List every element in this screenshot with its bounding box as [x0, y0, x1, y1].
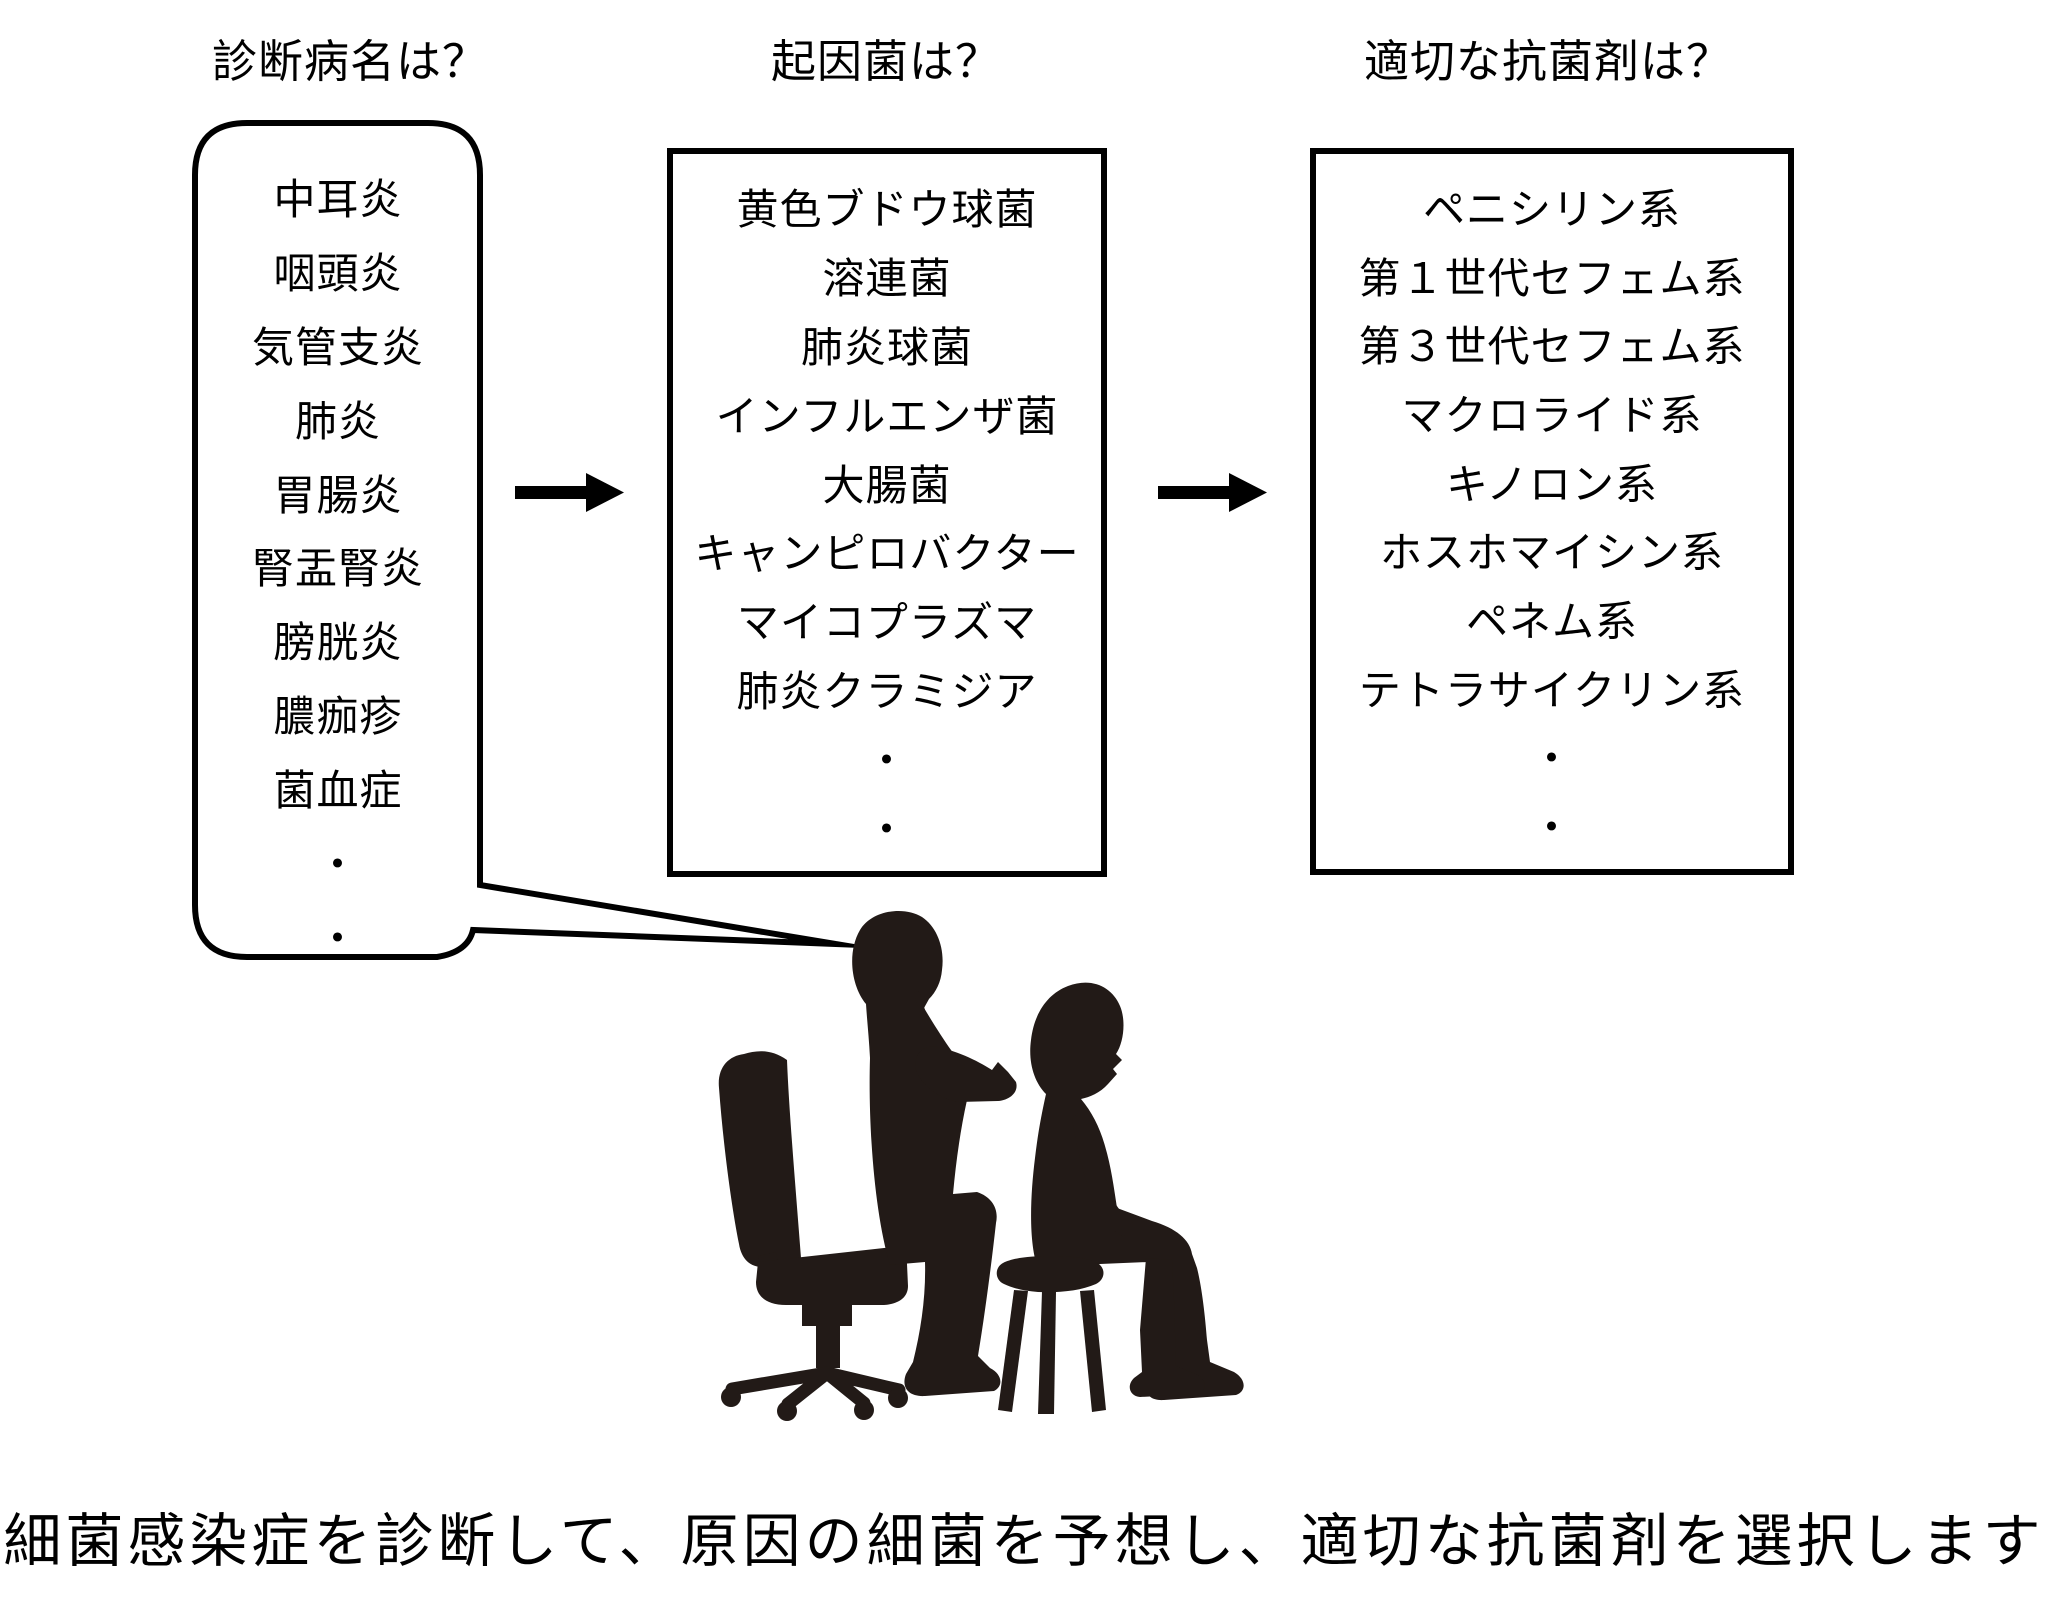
child-arm — [1072, 1112, 1133, 1237]
list-item: 溶連菌 — [822, 254, 952, 302]
child-far-leg — [1129, 1258, 1205, 1397]
list-item: 中耳炎 — [273, 176, 403, 224]
list-item: 咽頭炎 — [273, 250, 403, 298]
list-item: 腎盂腎炎 — [251, 545, 424, 593]
stool-leg — [1038, 1291, 1056, 1414]
arrow-right-icon — [1158, 473, 1267, 512]
list-item: マクロライド系 — [1401, 391, 1703, 439]
doctor-examining-child-silhouette — [718, 910, 1244, 1421]
caption: 細菌感染症を診断して、原因の細菌を予想し、適切な抗菌剤を選択します — [3, 1509, 2045, 1574]
pathogen-box: 黄色ブドウ球菌溶連菌肺炎球菌インフルエンザ菌大腸菌キャンピロバクターマイコプラズ… — [667, 148, 1107, 877]
list-item: マイコプラズマ — [736, 599, 1038, 647]
list-item: 気管支炎 — [251, 324, 424, 372]
chair-base — [725, 1366, 906, 1411]
list-item: ホスホマイシン系 — [1379, 529, 1724, 577]
list-item: 大腸菌 — [822, 461, 952, 509]
list-item: 第３世代セフェム系 — [1358, 323, 1746, 371]
list-item: キノロン系 — [1445, 460, 1659, 508]
list-item: キャンピロバクター — [694, 530, 1080, 578]
arrow-right-icon — [515, 473, 624, 512]
stool-leg — [1080, 1290, 1106, 1412]
child-body — [1030, 982, 1244, 1401]
diagnosis-bubble-list: 中耳炎咽頭炎気管支炎肺炎胃腸炎腎盂腎炎膀胱炎膿痂疹菌血症・・ — [197, 130, 479, 984]
list-item: 肺炎 — [294, 397, 381, 445]
chair-seat — [756, 1247, 908, 1305]
doctor-body — [852, 910, 1001, 1397]
list-item: 第１世代セフェム系 — [1358, 254, 1746, 302]
list-item: ペニシリン系 — [1422, 185, 1681, 233]
list-item: テトラサイクリン系 — [1358, 666, 1746, 714]
stethoscope-icon — [914, 991, 965, 1069]
list-item: ・ — [316, 840, 360, 888]
list-item: 膀胱炎 — [273, 619, 403, 667]
chair-column — [802, 1305, 852, 1368]
list-item: 膿痂疹 — [273, 693, 403, 741]
list-item: インフルエンザ菌 — [715, 392, 1059, 440]
list-item: ・ — [1530, 804, 1574, 852]
list-item: 黄色ブドウ球菌 — [736, 185, 1038, 233]
list-item: 肺炎球菌 — [800, 323, 973, 371]
list-item: ・ — [1530, 735, 1574, 783]
stool-seat — [996, 1256, 1104, 1293]
pathogen-header: 起因菌は？ — [770, 36, 1001, 87]
stool-leg — [998, 1290, 1028, 1412]
chair-backrest — [718, 1051, 801, 1268]
list-item: ・ — [865, 737, 909, 785]
list-item: ペネム系 — [1465, 598, 1638, 646]
list-item: 菌血症 — [273, 766, 403, 814]
speech-bubble-with-tail — [192, 120, 884, 960]
list-item: ・ — [865, 806, 909, 854]
list-item: 肺炎クラミジア — [736, 668, 1038, 716]
diagnosis-header: 診断病名は？ — [211, 36, 488, 87]
list-item: 胃腸炎 — [273, 471, 403, 519]
antibiotic-header: 適切な抗菌剤は？ — [1363, 36, 1732, 87]
list-item: ・ — [316, 914, 360, 962]
antibiotic-box: ペニシリン系第１世代セフェム系第３世代セフェム系マクロライド系キノロン系ホスホマ… — [1310, 148, 1794, 875]
doctor-arm — [915, 1046, 1017, 1102]
